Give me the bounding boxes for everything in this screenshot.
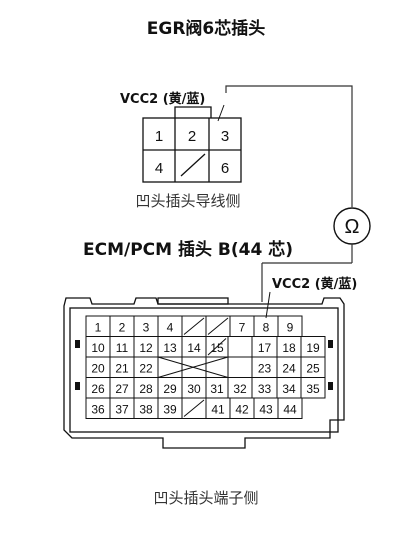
ecm-key-left-1: [75, 340, 80, 348]
ecm-housing: [63, 297, 345, 449]
ecm-pin-21: 21: [115, 362, 129, 376]
egr-pin-3: 3: [221, 128, 229, 145]
ecm-pin-10: 10: [91, 341, 105, 355]
egr-pin-2: 2: [188, 128, 196, 145]
egr-side-label: 凹头插头导线侧: [135, 192, 240, 210]
ecm-pin-26: 26: [91, 382, 105, 396]
ecm-cell: [277, 397, 303, 419]
ecm-pin-2: 2: [119, 321, 126, 335]
ecm-pin-25: 25: [306, 362, 320, 376]
ecm-pin-42: 42: [235, 403, 249, 417]
ecm-pin-41: 41: [211, 403, 225, 417]
ecm-pin-35: 35: [306, 382, 320, 396]
ecm-pin-28: 28: [139, 382, 153, 396]
ecm-pin-14: 14: [187, 341, 201, 355]
egr-title: EGR阀6芯插头: [147, 18, 266, 39]
ecm-pin-23: 23: [258, 362, 272, 376]
ecm-pin-30: 30: [187, 382, 201, 396]
ecm-pin-9: 9: [287, 321, 294, 335]
egr-pin-6: 6: [221, 160, 229, 177]
ecm-pin-12: 12: [139, 341, 153, 355]
ecm-pin-27: 27: [115, 382, 129, 396]
ecm-pin-20: 20: [91, 362, 105, 376]
ecm-pin-8: 8: [263, 321, 270, 335]
blocked-slot-40: [183, 399, 205, 417]
egr-wire-label: VCC2 (黄/蓝): [120, 91, 205, 107]
egr-pin-4: 4: [155, 160, 163, 177]
ecm-cell: [227, 336, 253, 358]
ecm-pin-4: 4: [167, 321, 174, 335]
ecm-label-leader: [265, 291, 271, 319]
ecm-pin-1: 1: [95, 321, 102, 335]
ecm-pin-7: 7: [239, 321, 246, 335]
ecm-pin-37: 37: [115, 403, 129, 417]
ecm-pin-43: 43: [259, 403, 273, 417]
ecm-side-label: 凹头插头端子侧: [153, 489, 258, 507]
ecm-pin-39: 39: [163, 403, 177, 417]
ecm-pin-29: 29: [163, 382, 177, 396]
ecm-pin-31: 31: [210, 382, 224, 396]
blocked-slot-16: [207, 338, 227, 356]
ecm-pin-33: 33: [258, 382, 272, 396]
ecm-pin-36: 36: [91, 403, 105, 417]
ecm-title: ECM/PCM 插头 B(44 芯): [83, 239, 293, 260]
egr-connector: [142, 106, 242, 183]
ecm-key-right-1: [328, 340, 333, 348]
ecm-pin-11: 11: [116, 341, 129, 355]
ecm-pin-34: 34: [282, 382, 296, 396]
ecm-pin-15: 15: [210, 341, 224, 355]
ecm-key-right-2: [328, 382, 333, 390]
egr-pin-1: 1: [155, 128, 163, 145]
ecm-pin-32: 32: [233, 382, 247, 396]
ecm-pin-3: 3: [143, 321, 150, 335]
ecm-pin-19: 19: [306, 341, 320, 355]
ecm-key-left-2: [75, 382, 80, 390]
ecm-pin-38: 38: [139, 403, 153, 417]
blocked-slot-5: [183, 317, 205, 335]
ecm-cell: [300, 377, 326, 399]
ecm-pin-22: 22: [139, 362, 153, 376]
cross-line-2: [157, 356, 229, 378]
ohm-symbol: Ω: [345, 216, 360, 238]
ecm-cell: [227, 356, 253, 378]
ecm-wire-label: VCC2 (黄/蓝): [272, 276, 357, 292]
ecm-pin-17: 17: [258, 341, 272, 355]
blocked-slot-6: [207, 317, 229, 335]
ecm-pin-24: 24: [282, 362, 296, 376]
egr-to-meter-wire: [225, 85, 353, 207]
ecm-pin-18: 18: [282, 341, 296, 355]
ecm-pin-13: 13: [163, 341, 177, 355]
ecm-pin-44: 44: [283, 403, 297, 417]
